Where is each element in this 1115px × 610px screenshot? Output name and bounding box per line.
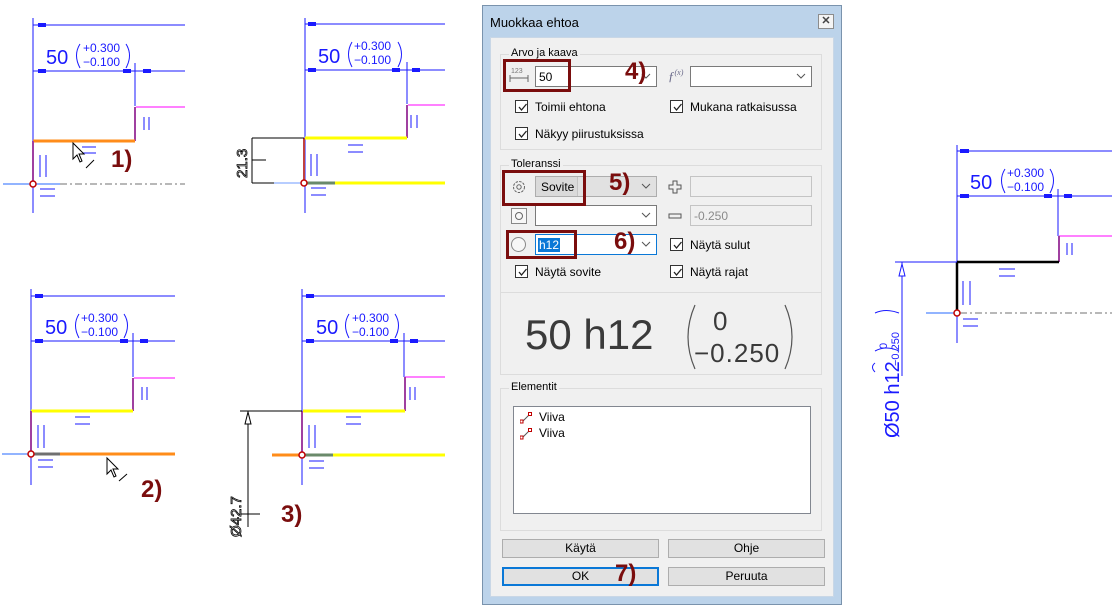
- drawings-canvas: 50 +0.300 −0.100 50 +0.300 −0.100: [2, 18, 445, 537]
- line-icon: [520, 428, 532, 440]
- value-combobox[interactable]: 50: [535, 66, 657, 87]
- divider: [501, 292, 821, 293]
- line-icon: [520, 412, 532, 424]
- dim-diameter-h12: Ø50 h12: [882, 361, 904, 438]
- shaft-fit-icon: [511, 237, 526, 252]
- plus-icon: [668, 180, 682, 194]
- dim-tol-lower: −0.100: [354, 53, 391, 67]
- formula-combobox[interactable]: [690, 66, 812, 87]
- ok-button[interactable]: OK: [502, 567, 659, 586]
- checkbox-label: Näytä sovite: [535, 265, 602, 279]
- dim-value: 50: [46, 47, 68, 69]
- dialog-body: Arvo ja kaava 123 50 ƒ(x) Toimii ehtona: [490, 37, 834, 597]
- shaft-fit-value[interactable]: h12: [538, 238, 561, 252]
- value-input[interactable]: 50: [539, 70, 553, 84]
- drawing-panel-3: 50 +0.300 −0.100: [2, 289, 175, 485]
- upper-tolerance-field[interactable]: [690, 176, 812, 197]
- list-item-label: Viiva: [539, 426, 565, 440]
- callout-5: 5): [609, 169, 631, 196]
- elements-listbox[interactable]: Viiva Viiva: [513, 406, 811, 514]
- dim-tol-lower: −0.100: [1007, 180, 1044, 194]
- shaft-fit-combobox[interactable]: h12: [535, 234, 657, 255]
- callout-3: 3): [281, 501, 303, 528]
- callout-6: 6): [614, 228, 636, 255]
- highlight-box-4: [503, 59, 571, 92]
- cancel-button[interactable]: Peruuta: [668, 567, 825, 586]
- tolerance-group: Toleranssi Sovite: [500, 158, 822, 375]
- tolerance-preview-upper: 0: [713, 306, 728, 336]
- highlight-box-5: [502, 170, 586, 206]
- checkbox-label: Näkyy piirustuksissa: [535, 127, 644, 141]
- tolerance-type-combobox[interactable]: Sovite: [535, 176, 657, 197]
- chevron-down-icon[interactable]: [640, 180, 652, 192]
- dim-value: 50: [970, 172, 992, 194]
- help-button[interactable]: Ohje: [668, 539, 825, 558]
- close-button[interactable]: ✕: [818, 14, 834, 29]
- dim-value: 50: [318, 46, 340, 68]
- dim-tol-upper: +0.300: [1007, 166, 1044, 180]
- dim-tol-upper: +0.300: [83, 41, 120, 55]
- tolerance-type-value: Sovite: [541, 180, 575, 194]
- tolerance-preview-brackets: [687, 304, 793, 370]
- dim-tol-upper: +0.300: [352, 311, 389, 325]
- dim-tol-upper: +0.300: [81, 311, 118, 325]
- checkbox-label: Mukana ratkaisussa: [690, 100, 797, 114]
- dim-tol-lower: −0.100: [81, 325, 118, 339]
- tolerance-group-label: Toleranssi: [509, 158, 563, 170]
- dim-diameter-42-7: Ø42.7: [228, 496, 245, 537]
- edit-constraint-dialog: Muokkaa ehtoa ✕ Arvo ja kaava 123 50 ƒ(x…: [482, 5, 842, 605]
- drawing-panel-4: 50 +0.300 −0.100 Ø42.7: [228, 289, 445, 537]
- callout-2: 2): [141, 476, 163, 503]
- drawing-panel-1: 50 +0.300 −0.100: [3, 18, 185, 213]
- callout-4: 4): [625, 58, 647, 85]
- dim-tol-lower: −0.100: [352, 325, 389, 339]
- chevron-down-icon[interactable]: [640, 209, 652, 221]
- checkbox-label: Näytä rajat: [690, 265, 749, 279]
- dim-result-tol-lower: −0.250: [890, 332, 902, 366]
- highlight-box-6: [506, 230, 577, 259]
- dim-tol-upper: +0.300: [354, 39, 391, 53]
- lower-tolerance-value: -0.250: [694, 209, 729, 223]
- dimension-123-icon: 123: [509, 68, 529, 82]
- dim-value: 50: [316, 317, 338, 339]
- value-formula-group-label: Arvo ja kaava: [509, 47, 580, 59]
- tolerance-preview-main: 50 h12: [525, 311, 654, 358]
- tolerance-preview-lower: −0.250: [694, 338, 781, 368]
- minus-icon: [668, 213, 682, 219]
- list-item-label: Viiva: [539, 410, 565, 424]
- apply-button[interactable]: Käytä: [502, 539, 659, 558]
- elements-group: Elementit Viiva Viiva: [500, 381, 822, 531]
- chevron-down-icon[interactable]: [640, 70, 652, 82]
- close-icon: ✕: [821, 15, 831, 27]
- hole-fit-combobox[interactable]: [535, 205, 657, 226]
- mouse-cursor-icon: [72, 141, 86, 163]
- svg-text:123: 123: [511, 68, 523, 75]
- dim-value: 50: [45, 317, 67, 339]
- elements-group-label: Elementit: [509, 381, 559, 393]
- checkbox-label: Toimii ehtona: [535, 100, 606, 114]
- drawing-panel-2: 50 +0.300 −0.100 21.3: [234, 18, 445, 213]
- value-formula-group: Arvo ja kaava 123 50 ƒ(x) Toimii ehtona: [500, 47, 822, 150]
- dim-tol-lower: −0.100: [83, 55, 120, 69]
- dim-result-tol-upper: 0: [878, 343, 890, 349]
- lower-tolerance-field[interactable]: -0.250: [690, 205, 812, 226]
- dialog-title: Muokkaa ehtoa: [490, 15, 579, 30]
- chevron-down-icon[interactable]: [640, 238, 652, 250]
- mouse-cursor-icon: [106, 456, 120, 478]
- callout-7: 7): [615, 560, 637, 587]
- callout-1: 1): [111, 146, 133, 173]
- formula-icon: ƒ(x): [668, 68, 684, 84]
- hole-fit-icon: [511, 208, 527, 224]
- dim-vertical-21-3: 21.3: [234, 149, 251, 178]
- gear-icon: [513, 181, 525, 193]
- chevron-down-icon[interactable]: [795, 70, 807, 82]
- checkbox-label: Näytä sulut: [690, 238, 751, 252]
